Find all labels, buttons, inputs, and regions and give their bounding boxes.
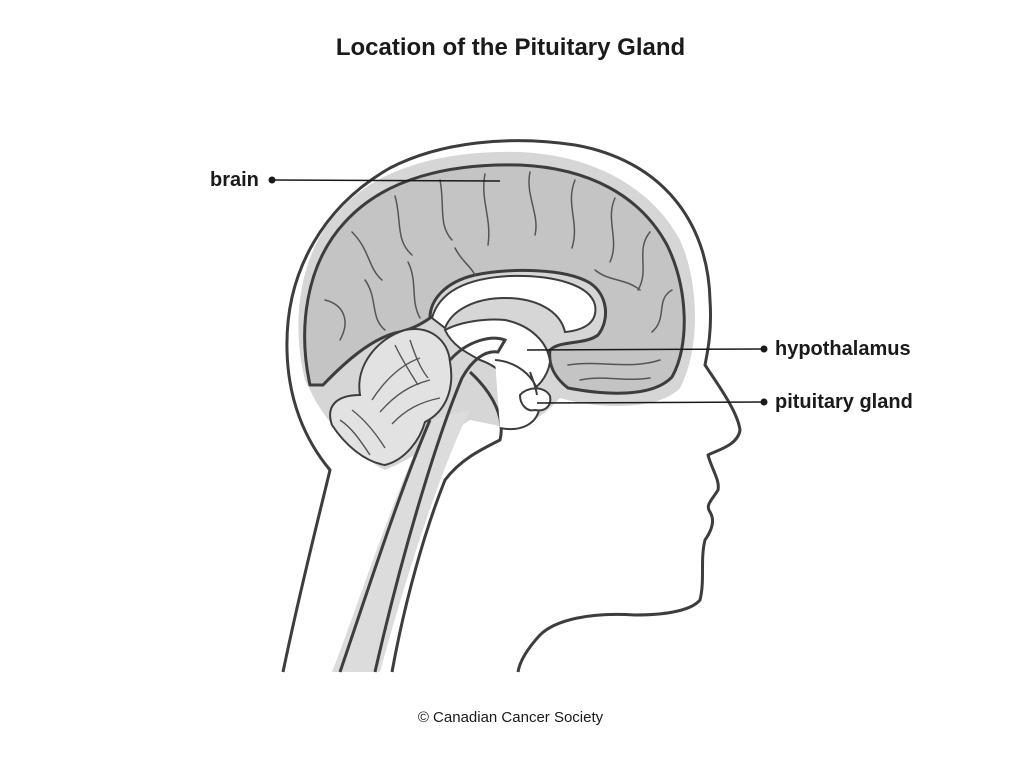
spinal-cord-back — [338, 419, 432, 673]
brainstem — [373, 336, 508, 673]
pituitary-pointer — [536, 398, 768, 406]
label-hypothalamus: hypothalamus — [775, 338, 911, 360]
head-outline — [281, 139, 742, 673]
brain-gyri — [324, 171, 673, 381]
hypothalamus-leader-line — [526, 348, 765, 351]
cerebellum — [329, 328, 453, 467]
label-brain: brain — [210, 169, 259, 191]
hypothalamus-pointer — [526, 345, 768, 353]
spinal-cord-front — [390, 370, 503, 673]
corpus-callosum — [430, 274, 597, 334]
cerebellum-folia — [339, 339, 441, 456]
brain-pointer — [268, 176, 501, 184]
brain-leader-line — [271, 179, 501, 182]
pituitary-stalk — [529, 371, 538, 396]
pituitary-gland-shape — [518, 387, 552, 412]
pituitary-leader-line — [536, 401, 765, 404]
diagram-title: Location of the Pituitary Gland — [335, 34, 686, 61]
spinal-halo — [332, 410, 470, 672]
copyright-credit: © Canadian Cancer Society — [417, 709, 604, 726]
label-pituitary-gland: pituitary gland — [775, 391, 913, 413]
